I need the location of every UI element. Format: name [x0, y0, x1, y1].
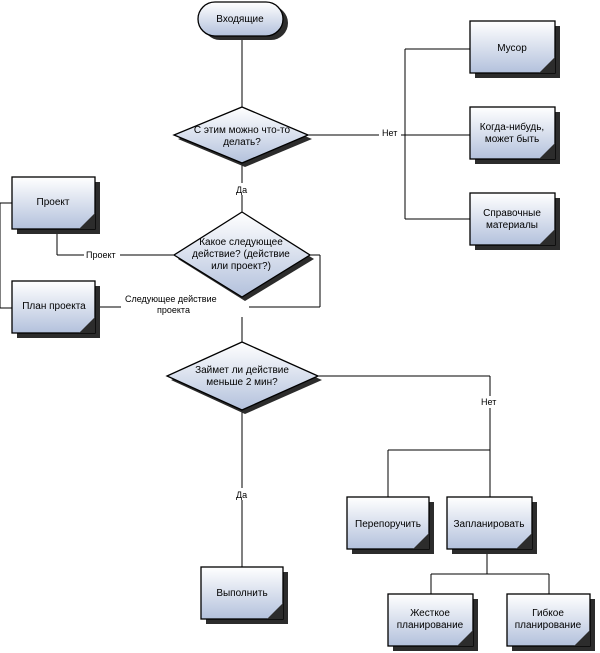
node-incoming: Входящие: [197, 1, 288, 40]
node-schedule-label: Запланировать: [454, 519, 525, 530]
node-project: Проект: [11, 176, 100, 234]
node-soft-schedule-line-1: Гибкое: [532, 607, 564, 619]
edge-label-next-action-2: проекта: [157, 305, 190, 315]
node-reference-line-1: Справочные: [483, 208, 541, 219]
node-q-time-line-1: Займет ли действие: [195, 365, 289, 376]
node-q-actionable-line-2: делать?: [223, 137, 261, 148]
node-hard-schedule: Жесткое планирование: [387, 593, 478, 651]
node-incoming-label: Входящие: [216, 14, 264, 25]
edge-label-yes-2: Да: [236, 490, 247, 500]
node-q-time: Займет ли действие меньше 2 мин?: [165, 341, 322, 414]
node-q-actionable: С этим можно что-то делать?: [172, 106, 312, 167]
node-trash: Мусор: [469, 20, 560, 78]
node-q-next-line-1: Какое следующее: [199, 237, 283, 248]
node-someday-line-2: может быть: [485, 133, 539, 145]
node-someday-line-1: Когда-нибудь,: [480, 121, 544, 133]
node-soft-schedule-line-2: планирование: [515, 620, 582, 631]
edge-label-next-action-1: Следующее действие: [125, 294, 217, 304]
node-q-next-line-2: действие? (действие: [192, 249, 290, 260]
node-soft-schedule: Гибкое планирование: [506, 593, 595, 651]
node-schedule: Запланировать: [446, 496, 537, 554]
node-project-label: Проект: [37, 197, 70, 208]
node-someday: Когда-нибудь, может быть: [469, 106, 560, 164]
node-hard-schedule-line-2: планирование: [397, 620, 464, 631]
node-q-next-line-3: или проект?): [211, 261, 271, 272]
node-q-next: Какое следующее действие? (действие или …: [172, 211, 314, 301]
node-hard-schedule-line-1: Жесткое: [410, 608, 450, 619]
edge-label-no-1: Нет: [382, 128, 397, 138]
node-project-plan: План проекта: [11, 280, 100, 338]
node-do-it-label: Выполнить: [216, 588, 267, 599]
node-q-time-line-2: меньше 2 мин?: [206, 377, 278, 388]
node-reference: Справочные материалы: [469, 192, 560, 250]
edge-label-project: Проект: [86, 250, 116, 260]
edge-label-no-2: Нет: [481, 397, 496, 407]
node-trash-label: Мусор: [497, 43, 527, 54]
node-reference-line-2: материалы: [486, 220, 538, 231]
node-project-plan-label: План проекта: [22, 301, 86, 312]
node-q-actionable-line-1: С этим можно что-то: [194, 125, 291, 136]
edge-labels: Нет Да Проект Следующее действие проекта…: [84, 127, 502, 500]
node-delegate: Перепоручить: [346, 496, 434, 554]
node-delegate-label: Перепоручить: [355, 519, 421, 530]
node-do-it: Выполнить: [200, 566, 288, 624]
edge-label-yes-1: Да: [236, 185, 247, 195]
